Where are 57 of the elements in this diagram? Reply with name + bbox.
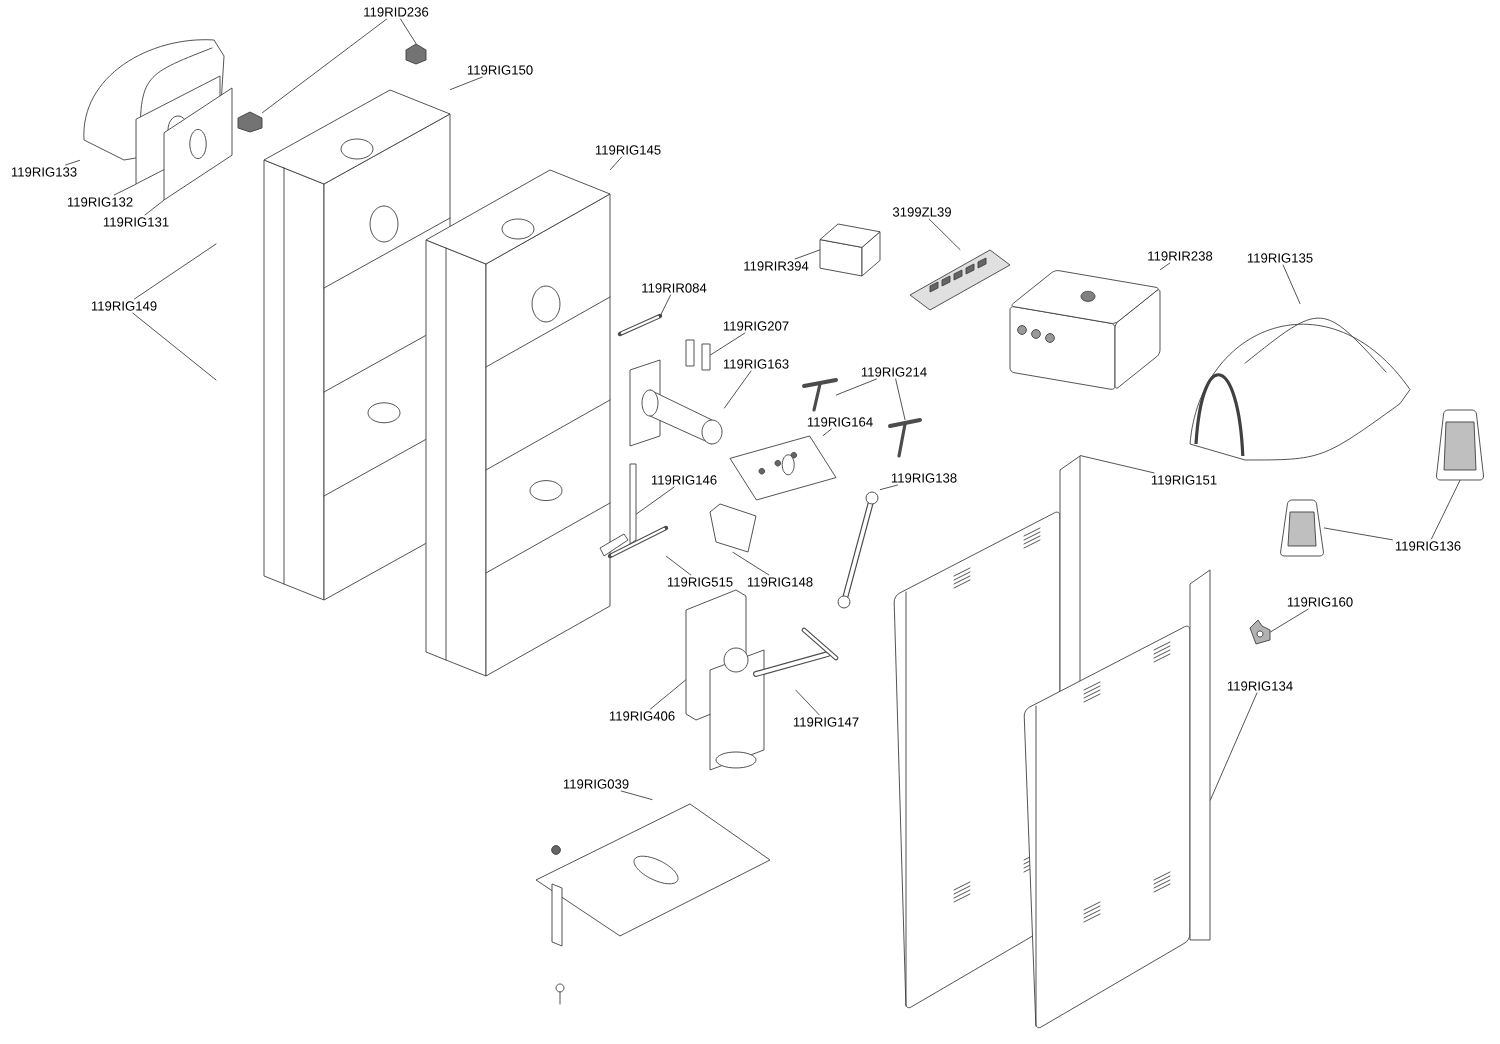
wedge-drawing [709, 503, 757, 553]
rod-drawing [599, 463, 637, 557]
pins-drawing [685, 339, 711, 371]
pin-drawing [617, 313, 663, 337]
lamp-drawing [1436, 409, 1484, 481]
leader-line [650, 679, 687, 710]
cabinet-drawing [263, 89, 451, 601]
bolt-drawing [802, 378, 838, 412]
leader-line [261, 18, 388, 114]
bolt-drawing [888, 418, 922, 458]
leader-line [895, 378, 906, 421]
leader-line [1079, 455, 1155, 474]
leader-line [732, 551, 770, 576]
leader-line [400, 18, 417, 45]
leader-line [665, 555, 692, 576]
leader-line [132, 312, 217, 381]
lamp-drawing [1280, 499, 1324, 557]
leader-line [609, 156, 623, 171]
leader-line [1282, 264, 1301, 305]
cabinet-drawing [425, 169, 611, 677]
leader-line [928, 218, 961, 251]
leader-line [1431, 479, 1461, 540]
shaft-drawing [629, 359, 723, 447]
knob-drawing [405, 43, 427, 65]
leader-line [1209, 692, 1258, 801]
leader-line [134, 243, 217, 300]
baseplate-drawing [535, 803, 771, 1005]
clip-drawing [1249, 619, 1271, 645]
leader-line [723, 370, 752, 409]
leader-line [65, 159, 81, 166]
leader-line [794, 249, 821, 260]
leader-line [1269, 608, 1309, 633]
knob-drawing [237, 111, 263, 133]
enclosure-drawing [1009, 270, 1161, 390]
leader-line [1159, 262, 1171, 271]
panel-drawing [1023, 569, 1211, 1029]
leader-line [1323, 527, 1393, 541]
leader-line [795, 689, 820, 716]
leader-line [635, 486, 675, 515]
leader-line [659, 294, 671, 317]
leader-line [879, 484, 898, 491]
dome-drawing [1189, 317, 1411, 461]
arm-drawing [837, 491, 879, 609]
leader-line [835, 378, 877, 396]
leader-line [144, 199, 165, 216]
lever-drawing [753, 627, 839, 677]
cube-drawing [819, 223, 881, 277]
bracket-drawing [729, 435, 837, 501]
leader-line [620, 790, 653, 801]
pin-drawing [607, 525, 669, 559]
leader-line [113, 183, 137, 196]
leader-line [709, 332, 746, 356]
plate-drawing [163, 87, 233, 201]
motor-drawing [685, 589, 765, 771]
leader-line [449, 76, 483, 91]
board-drawing [909, 249, 1011, 311]
leader-line [822, 428, 832, 437]
